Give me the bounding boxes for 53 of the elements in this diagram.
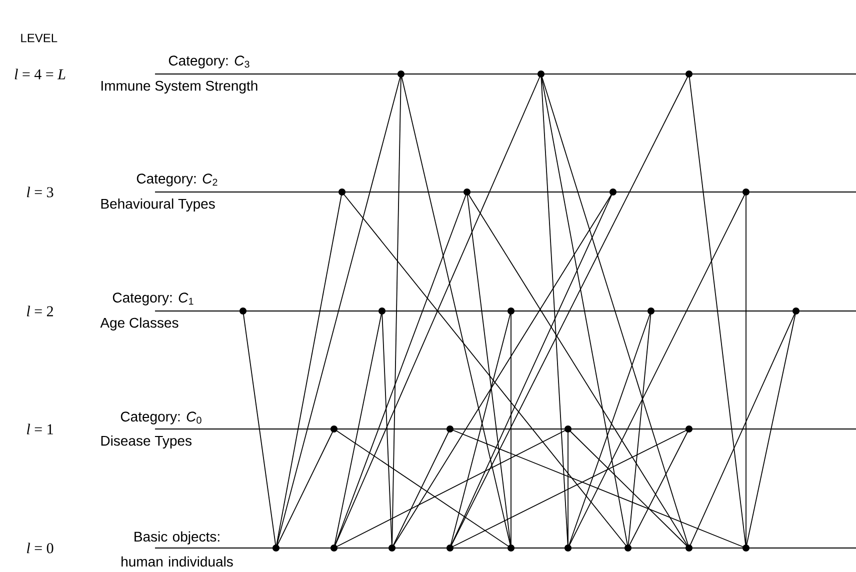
dot [742, 188, 750, 196]
connector-line [334, 74, 542, 548]
level-label: l = 3 [27, 186, 54, 198]
level-label: l = 1 [27, 424, 53, 434]
connector-line [568, 192, 746, 548]
connector-line [392, 192, 614, 548]
dot [610, 188, 616, 196]
heading: LEVEL [21, 34, 58, 42]
dot [338, 188, 346, 196]
category-name: Disease Types [101, 435, 192, 449]
dot [742, 544, 750, 552]
dot [538, 70, 544, 78]
dot [240, 308, 246, 314]
dot [464, 188, 470, 196]
dot [686, 70, 692, 78]
connector-line [334, 428, 568, 548]
dot [686, 544, 692, 552]
level-label: l = 2 [27, 306, 53, 316]
category-label: Category: C$_{2}$ [136, 174, 218, 186]
connector-line [450, 74, 690, 548]
dot [564, 544, 572, 552]
category-name: Basic objects: human individuals [122, 531, 233, 567]
connector-line [342, 192, 628, 548]
connector-line [466, 192, 690, 548]
category-name: Behavioural Types [101, 198, 215, 212]
dot [330, 544, 338, 552]
dot [508, 544, 514, 552]
connector-line [688, 310, 796, 548]
dot [564, 426, 572, 432]
connector-line [568, 428, 690, 548]
dot [624, 544, 632, 552]
category-label: Category: C$_{0}$ [120, 412, 202, 424]
category-name: Age Classes [100, 317, 178, 331]
dot [446, 426, 454, 432]
connector-line [334, 428, 512, 548]
connector-line [628, 428, 690, 548]
dot [388, 544, 396, 552]
connector-line [450, 428, 690, 548]
level-label: l = 4 = L [14, 68, 66, 80]
dot [508, 308, 514, 314]
dot [398, 70, 404, 78]
category-name: Immune System Strength [102, 80, 258, 94]
dot [330, 426, 338, 432]
dot [792, 308, 800, 314]
dot [446, 544, 454, 552]
connector-line [276, 428, 334, 548]
dot [648, 308, 654, 314]
category-label: Category: C$_{3}$ [168, 56, 250, 68]
dot [272, 544, 280, 552]
category-label: Category: C$_{1}$ [112, 292, 194, 306]
dot [378, 308, 386, 314]
dot [686, 426, 692, 432]
level-label: l = 0 [27, 542, 54, 554]
